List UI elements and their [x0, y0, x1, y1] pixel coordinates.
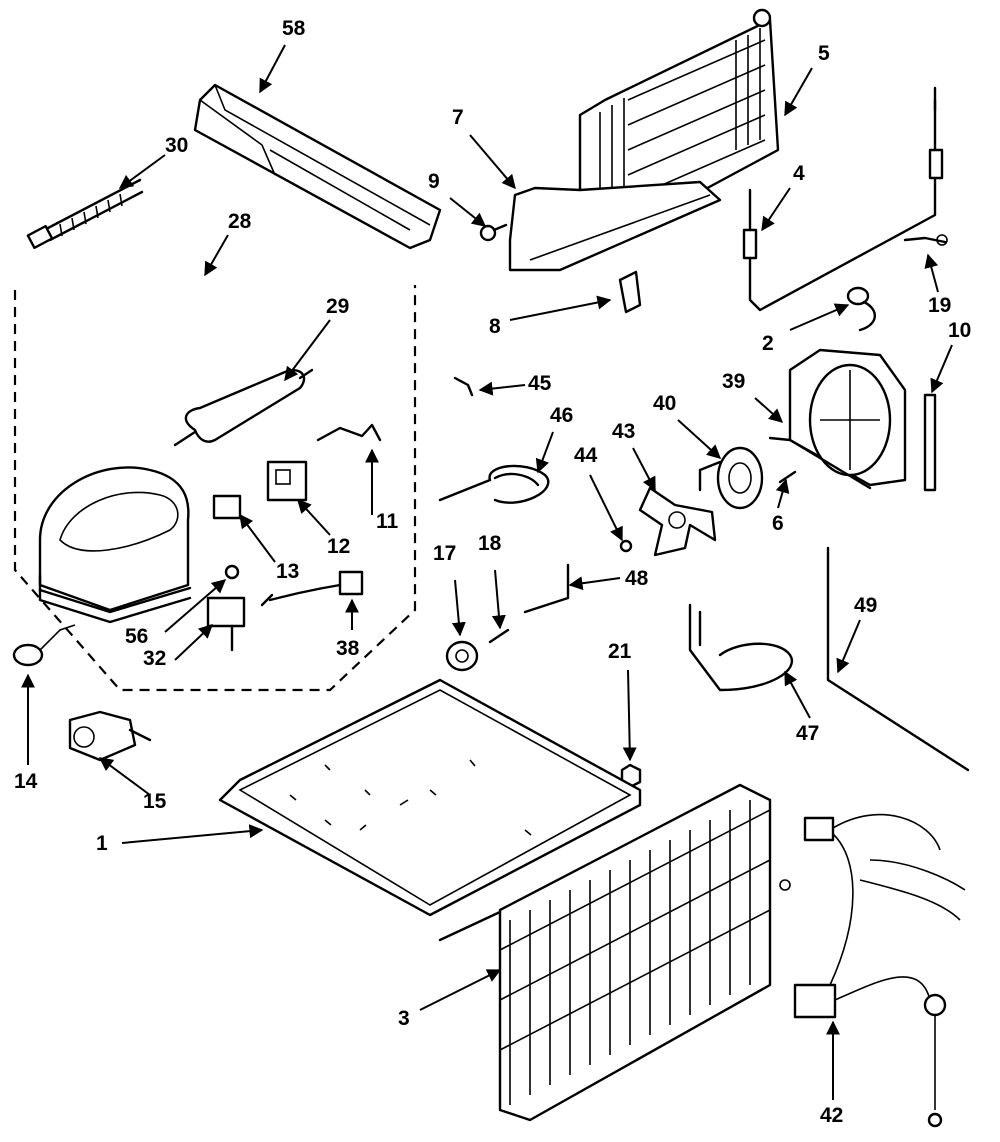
label-29: 29: [326, 295, 349, 318]
base-pan-part-1: [218, 678, 642, 917]
cord-part-38: [260, 570, 364, 607]
compressor: [38, 466, 192, 624]
label-3: 3: [398, 1007, 410, 1030]
label-40: 40: [653, 392, 676, 415]
label-38: 38: [336, 637, 360, 660]
clip-part-19: [903, 234, 948, 246]
tube-part-49: [826, 546, 970, 772]
label-58: 58: [282, 17, 306, 40]
label-28: 28: [228, 210, 252, 233]
grommet-part-2: [846, 286, 876, 332]
label-8: 8: [489, 315, 501, 338]
fan-shroud-part-39: [768, 348, 907, 490]
part-labels: 58 30 28 29 11 12 13 56 32 38 14 15 1 3 …: [14, 17, 971, 1127]
nut-part-44: [619, 539, 633, 553]
tube-part-47: [688, 603, 793, 692]
grommet-part-14: [12, 624, 76, 667]
label-30: 30: [165, 134, 188, 157]
tube-part-46: [438, 464, 550, 504]
capacitor-part-32: [206, 596, 246, 652]
label-42: 42: [820, 1104, 843, 1127]
label-21: 21: [608, 640, 632, 663]
label-49: 49: [854, 594, 877, 617]
grommet-part-17: [445, 640, 479, 672]
wire-harness-part-42: [779, 813, 966, 1128]
label-47: 47: [796, 722, 819, 745]
strip-part-10: [923, 393, 937, 492]
label-2: 2: [762, 332, 774, 355]
clip-part-8: [618, 270, 642, 314]
screw-part-6: [778, 470, 797, 484]
compressor-assembly-outline: [13, 285, 417, 692]
label-13: 13: [276, 560, 299, 583]
drain-pan-part-7: [508, 180, 722, 272]
screw-part-9: [479, 223, 508, 242]
bolt-part-30: [26, 178, 144, 250]
fan-motor-part-40: [698, 446, 764, 510]
wire-part-11: [316, 423, 382, 442]
label-48: 48: [625, 567, 649, 590]
drier-part-29: [173, 368, 314, 447]
label-4: 4: [793, 162, 805, 185]
label-10: 10: [948, 319, 971, 342]
label-17: 17: [433, 542, 456, 565]
heater-wire-part-4: [742, 86, 944, 312]
label-56: 56: [125, 625, 148, 648]
label-43: 43: [612, 420, 635, 443]
label-45: 45: [528, 372, 552, 395]
relay-part-12: [266, 460, 308, 502]
label-9: 9: [428, 170, 440, 193]
label-6: 6: [772, 512, 784, 535]
label-15: 15: [143, 790, 167, 813]
label-5: 5: [818, 42, 830, 65]
tube-part-48: [523, 563, 570, 614]
label-18: 18: [478, 532, 502, 555]
label-1: 1: [96, 832, 108, 855]
label-14: 14: [14, 770, 38, 793]
label-32: 32: [143, 647, 166, 670]
label-44: 44: [574, 444, 598, 467]
valve-part-15: [68, 710, 152, 762]
label-39: 39: [722, 370, 745, 393]
leader-lines: [21, 44, 953, 1100]
label-11: 11: [376, 510, 399, 533]
label-7: 7: [452, 106, 464, 129]
label-46: 46: [550, 404, 573, 427]
sleeve-part-18: [488, 628, 510, 644]
duct-part-58: [193, 83, 442, 250]
screw-part-56: [224, 564, 240, 580]
condenser-part-3: [438, 783, 772, 1122]
clip-part-45: [453, 376, 474, 397]
label-19: 19: [928, 294, 951, 317]
fan-blade-part-43: [638, 486, 717, 557]
label-12: 12: [327, 535, 350, 558]
overload-part-13: [212, 494, 242, 520]
